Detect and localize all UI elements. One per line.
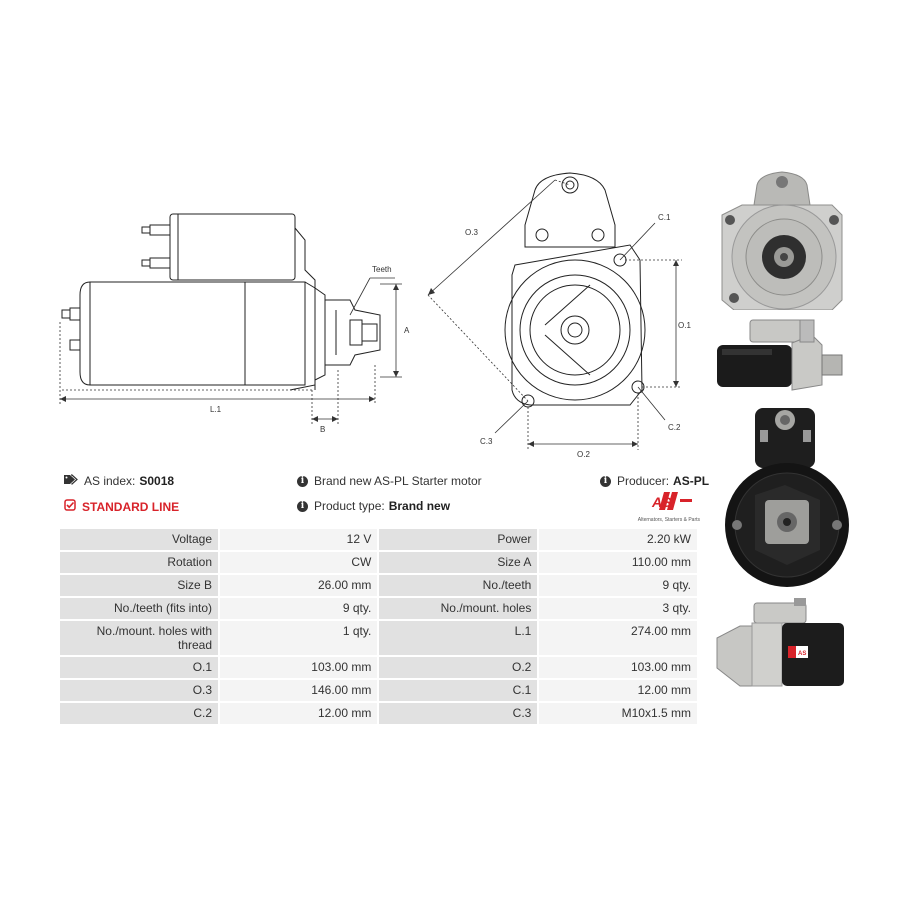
spec-value: CW bbox=[220, 552, 378, 573]
producer-value: AS-PL bbox=[673, 474, 710, 488]
spec-value: 110.00 mm bbox=[539, 552, 697, 573]
dimension-c3-label: C.3 bbox=[480, 437, 493, 446]
flange-outline bbox=[524, 172, 616, 248]
spec-label: No./teeth (fits into) bbox=[60, 598, 219, 619]
producer: i Producer: AS-PL bbox=[600, 474, 709, 488]
as-pl-logo: AS Alternators, Starters & Parts bbox=[634, 490, 700, 523]
check-square-icon bbox=[64, 499, 76, 514]
product-type-label: Product type: bbox=[314, 499, 385, 513]
label-badge-text: AS bbox=[798, 651, 806, 657]
product-type: i Product type: Brand new bbox=[297, 499, 450, 513]
info-icon: i bbox=[297, 475, 308, 487]
spec-value: 146.00 mm bbox=[220, 680, 378, 701]
dimension-o2-label: O.2 bbox=[577, 450, 590, 459]
dimension-c1-label: C.1 bbox=[658, 213, 671, 222]
spec-value: 9 qty. bbox=[220, 598, 378, 619]
dimension-o1-label: O.1 bbox=[678, 321, 691, 330]
standard-line-label: STANDARD LINE bbox=[82, 499, 180, 514]
spec-value: 103.00 mm bbox=[539, 657, 697, 678]
photo-front-face bbox=[712, 170, 852, 311]
spec-label: C.3 bbox=[379, 703, 538, 724]
spec-value: 9 qty. bbox=[539, 575, 697, 596]
spec-value: 103.00 mm bbox=[220, 657, 378, 678]
spec-label: No./teeth bbox=[379, 575, 538, 596]
producer-label: Producer: bbox=[617, 474, 670, 488]
as-index-label: AS index: bbox=[84, 474, 136, 488]
product-description: i Brand new AS-PL Starter motor bbox=[297, 474, 482, 488]
product-type-value: Brand new bbox=[388, 499, 451, 513]
photo-rear-view bbox=[725, 400, 850, 595]
spec-label: No./mount. holes with thread bbox=[60, 621, 219, 655]
photo-side-view bbox=[712, 315, 852, 395]
as-index: AS index: S0018 bbox=[64, 474, 174, 488]
spec-label: Size A bbox=[379, 552, 538, 573]
spec-value: 1 qty. bbox=[220, 621, 378, 655]
standard-line: STANDARD LINE bbox=[64, 499, 179, 514]
solenoid-outline bbox=[169, 213, 296, 281]
spec-label: Power bbox=[379, 529, 538, 550]
spec-value: 3 qty. bbox=[539, 598, 697, 619]
dimension-l1-label: L.1 bbox=[210, 405, 222, 414]
spec-label: Size B bbox=[60, 575, 219, 596]
spec-value: 274.00 mm bbox=[539, 621, 697, 655]
tags-icon bbox=[64, 474, 78, 488]
dimension-b-label: B bbox=[320, 425, 325, 434]
spec-label: C.1 bbox=[379, 680, 538, 701]
product-description-text: Brand new AS-PL Starter motor bbox=[314, 474, 482, 488]
as-index-value: S0018 bbox=[139, 474, 175, 488]
logo-tagline: Alternators, Starters & Parts bbox=[637, 517, 700, 523]
spec-value: 12.00 mm bbox=[539, 680, 697, 701]
spec-label: L.1 bbox=[379, 621, 538, 655]
dimension-a-label: A bbox=[404, 326, 410, 335]
spec-value: 12 V bbox=[220, 529, 378, 550]
teeth-label: Teeth bbox=[372, 265, 392, 274]
dimension-c2-label: C.2 bbox=[668, 423, 681, 432]
dimension-o3-label: O.3 bbox=[465, 228, 478, 237]
spec-label: Rotation bbox=[60, 552, 219, 573]
spec-row: No./teeth (fits into)9 qty.No./mount. ho… bbox=[60, 598, 697, 619]
spec-label: Voltage bbox=[60, 529, 219, 550]
info-icon: i bbox=[600, 475, 611, 487]
front-view-drawing: O.3 C.1 O.1 C.2 C.3 O.2 bbox=[427, 172, 691, 459]
logo-text: AS bbox=[651, 494, 672, 510]
motor-body-outline bbox=[89, 281, 306, 386]
info-icon: i bbox=[297, 500, 308, 512]
photo-full-side: AS bbox=[712, 598, 852, 693]
spec-value: 2.20 kW bbox=[539, 529, 697, 550]
spec-value: M10x1.5 mm bbox=[539, 703, 697, 724]
spec-label: O.3 bbox=[60, 680, 219, 701]
side-view-drawing: Teeth A L.1 B bbox=[59, 213, 410, 434]
spec-label: O.1 bbox=[60, 657, 219, 678]
spec-label: No./mount. holes bbox=[379, 598, 538, 619]
spec-value: 26.00 mm bbox=[220, 575, 378, 596]
spec-label: C.2 bbox=[60, 703, 219, 724]
spec-value: 12.00 mm bbox=[220, 703, 378, 724]
spec-label: O.2 bbox=[379, 657, 538, 678]
